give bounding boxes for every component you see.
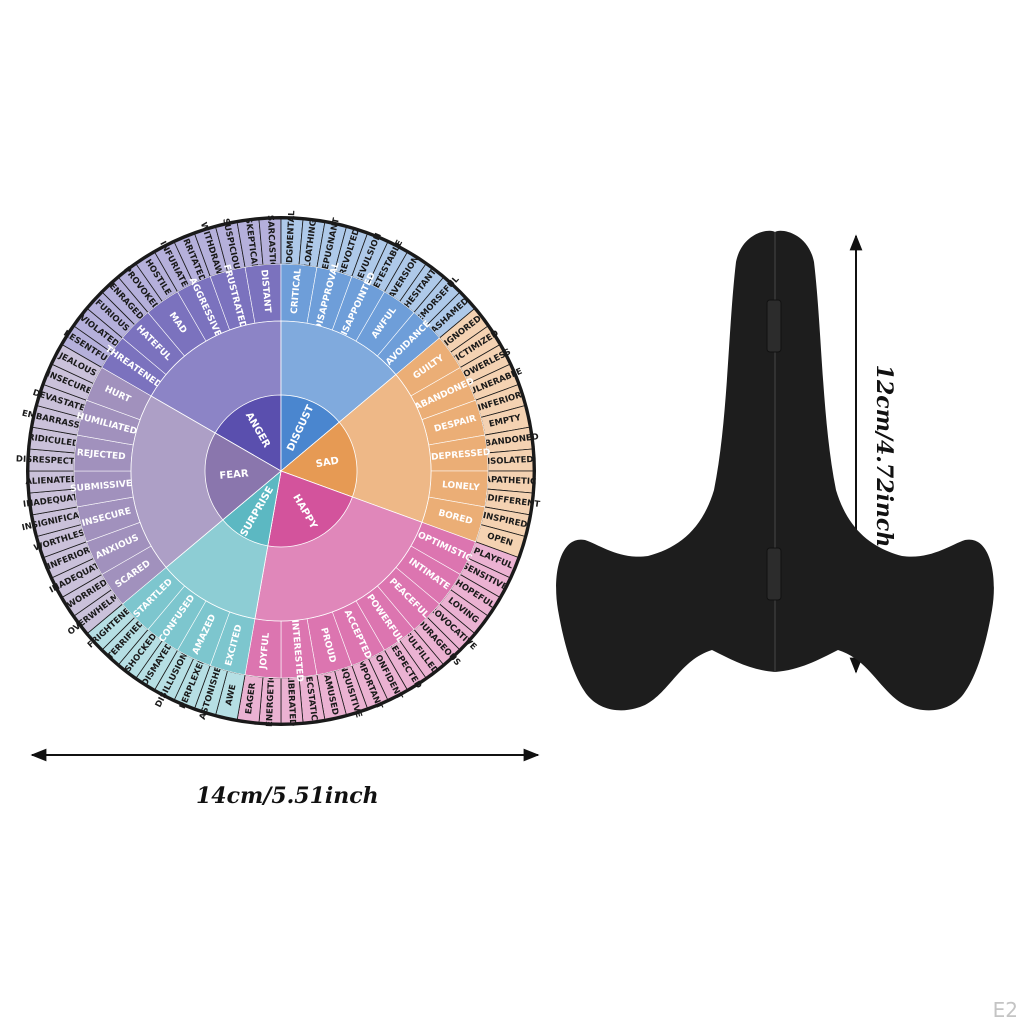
outer-feeling-label: ALIENATED [25,475,78,487]
middle-feeling-label: CRITICAL [290,268,304,315]
watermark: E2 [992,998,1018,1022]
outer-feeling-label: ENERGETIC [265,673,277,727]
hinge-top [766,299,782,353]
core-emotion-label: FEAR [219,468,249,482]
core-emotion-sector [280,421,358,498]
outer-feeling-label: SARCASTIC [265,215,277,269]
core-emotion-label: SAD [315,455,340,470]
core-emotion-sector [280,394,340,472]
core-ring-sector [280,374,432,523]
outer-feeling-label: LIBERATED [285,674,297,726]
feelings-wheel: RESENTFULVIOLATEDFURIOUSENRAGEDPROVOKEDH… [16,210,541,727]
middle-feeling-label: LONELY [442,480,481,493]
height-dimension-label: 12cm/4.72inch [871,364,897,548]
core-emotion-sector [204,432,282,521]
core-emotion-sector [214,394,282,472]
core-emotion-sector [267,470,353,548]
outer-feeling-label: DISRESPECTED [16,454,88,467]
middle-feeling-label: REJECTED [76,448,126,462]
width-dimension-label: 14cm/5.51inch [196,783,379,809]
outer-feeling-label: AWE [224,683,238,706]
outer-feeling-label: EAGER [244,682,258,715]
middle-feeling-label: JOYFUL [259,632,272,670]
hinge-bottom [766,547,782,601]
outer-feeling-label: APATHETIC [484,475,536,487]
outer-feeling-label: JUDGMENTAL [285,210,298,275]
middle-feeling-label: DISTANT [258,269,272,314]
easel-stand [556,230,994,711]
outer-feeling-label: ISOLATED [487,455,534,467]
